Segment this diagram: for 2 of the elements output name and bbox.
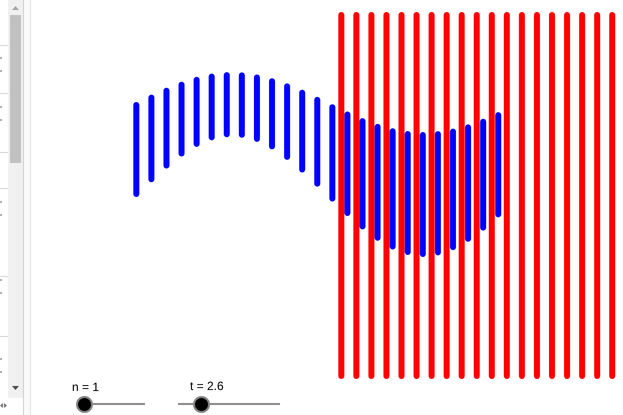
slider-value-label: n = 1 — [72, 380, 100, 394]
slider-value-label: t = 2.6 — [190, 379, 224, 393]
